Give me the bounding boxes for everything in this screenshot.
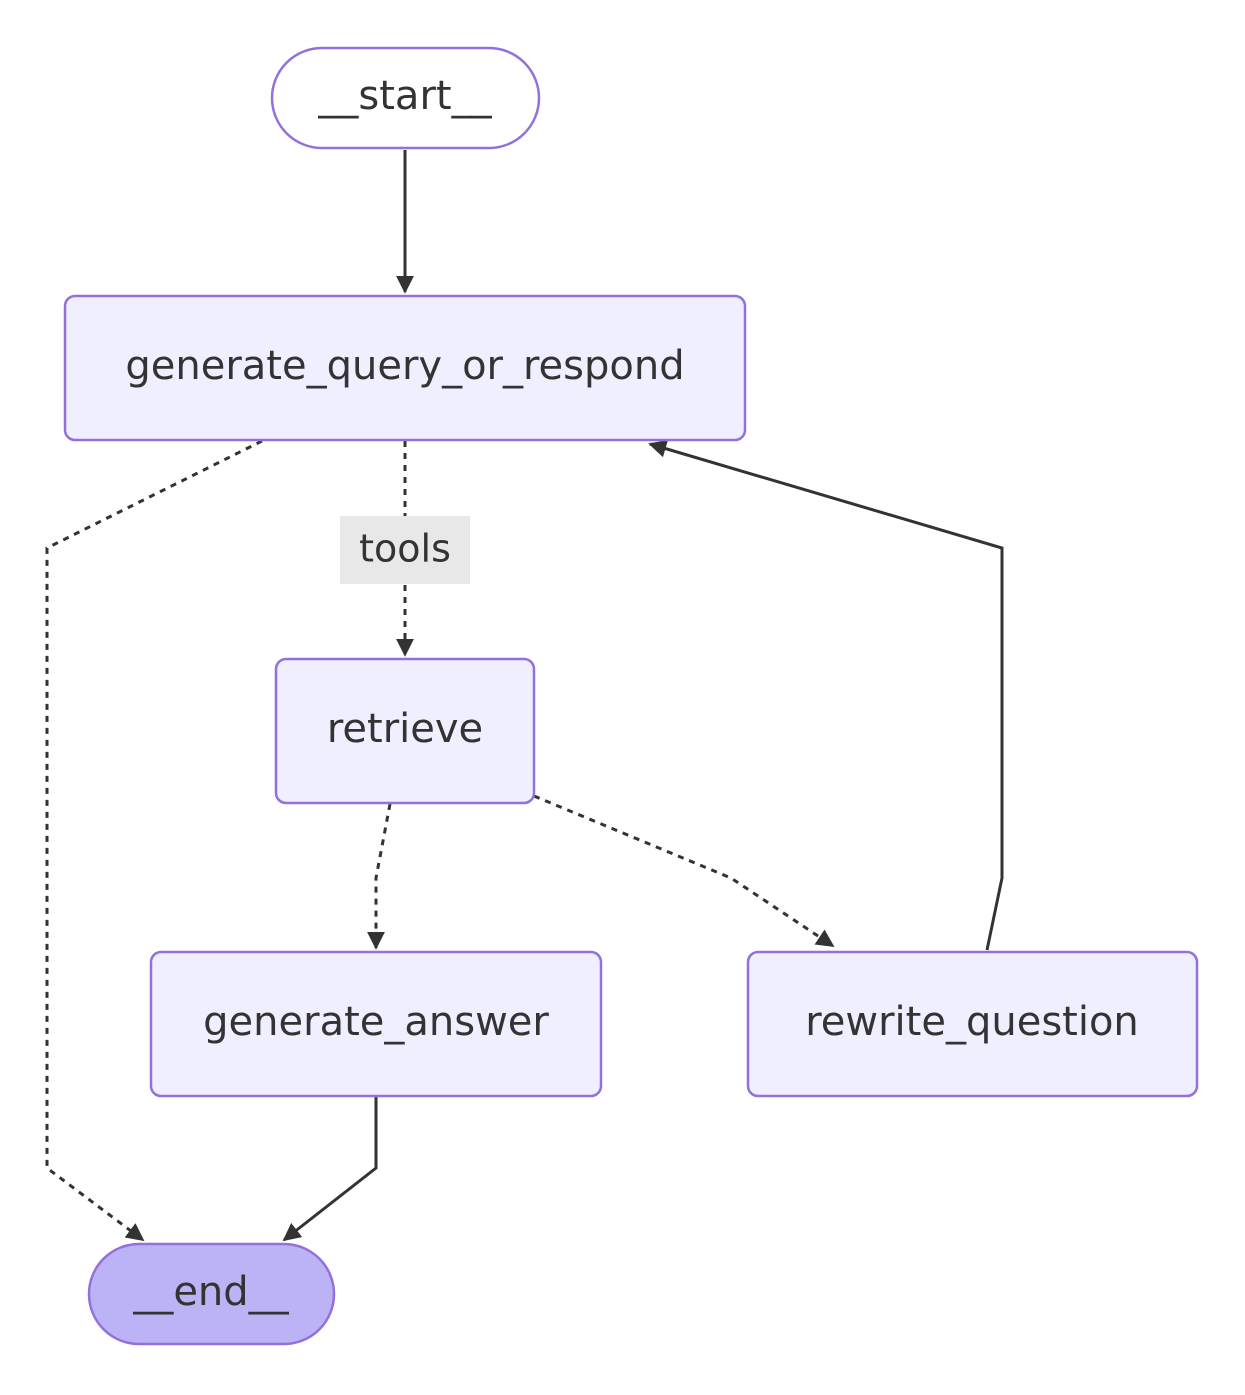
edge-label-tools-bg — [340, 516, 470, 584]
node-generate-answer-shape — [149, 950, 603, 1098]
edge-generate-query-to-end — [45, 439, 263, 1242]
edge-generate-answer-to-end — [282, 1097, 378, 1242]
node-generate-query-or-respond: generate_query_or_respond — [63, 294, 747, 442]
node-generate-query-or-respond-shape — [63, 294, 747, 442]
node-end-label: __end__ — [132, 1269, 289, 1315]
node-generate-answer-label: generate_answer — [203, 999, 549, 1045]
node-end-shape — [87, 1242, 336, 1346]
node-retrieve-shape — [274, 657, 536, 805]
node-end: __end__ — [87, 1242, 336, 1346]
node-generate-query-or-respond-label: generate_query_or_respond — [125, 343, 684, 389]
node-start-label: __start__ — [317, 73, 492, 119]
edge-label-tools-text: tools — [359, 527, 451, 571]
edge-rewrite-question-to-generate-query — [648, 439, 1004, 951]
node-retrieve-label: retrieve — [327, 706, 483, 752]
node-rewrite-question-label: rewrite_question — [805, 999, 1139, 1045]
edge-label-tools: tools — [340, 516, 470, 584]
node-rewrite-question-shape — [746, 950, 1199, 1098]
node-rewrite-question: rewrite_question — [746, 950, 1199, 1098]
edge-retrieve-to-generate-answer — [367, 803, 392, 950]
edge-retrieve-to-rewrite-question — [533, 794, 835, 948]
edges — [45, 150, 1004, 1242]
nodes: __start__ generate_query_or_respond retr… — [63, 46, 1199, 1346]
node-generate-answer: generate_answer — [149, 950, 603, 1098]
node-start: __start__ — [270, 46, 541, 150]
node-start-shape — [270, 46, 541, 150]
node-retrieve: retrieve — [274, 657, 536, 805]
